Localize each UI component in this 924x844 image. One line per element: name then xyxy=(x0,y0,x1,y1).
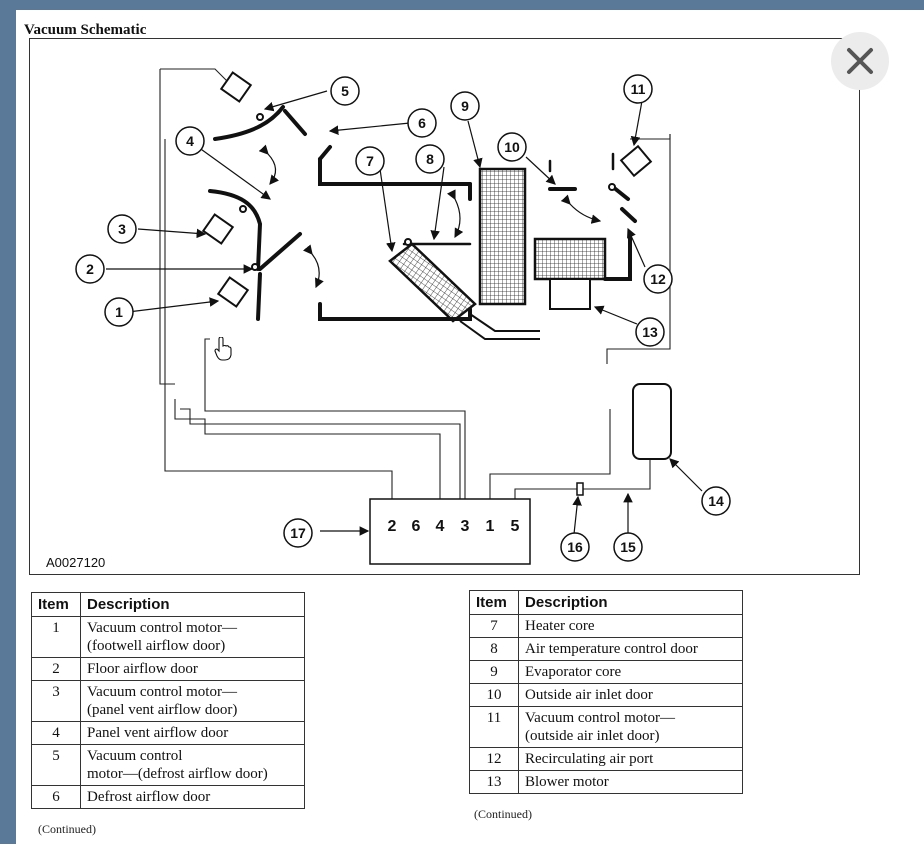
item-description: Vacuum control motor—(footwell airflow d… xyxy=(80,616,305,658)
port-label: 3 xyxy=(461,518,470,535)
callout-17: 17 xyxy=(290,525,306,541)
item-description: Recirculating air port xyxy=(518,747,743,771)
item-number: 8 xyxy=(469,637,519,661)
description-header: Description xyxy=(518,590,743,615)
item-number: 5 xyxy=(31,744,81,786)
callout-3: 3 xyxy=(118,221,126,237)
item-number: 7 xyxy=(469,614,519,638)
item-number: 2 xyxy=(31,657,81,681)
item-header: Item xyxy=(469,590,519,615)
table-row: 3 Vacuum control motor—(panel vent airfl… xyxy=(31,680,305,722)
port-label: 5 xyxy=(511,518,520,535)
item-description: Vacuum control motor—(outside air inlet … xyxy=(518,706,743,748)
item-description: Panel vent airflow door xyxy=(80,721,305,745)
close-button[interactable] xyxy=(831,32,889,90)
close-icon xyxy=(847,48,873,74)
port-label: 1 xyxy=(486,518,495,535)
table-row: 10 Outside air inlet door xyxy=(469,683,743,707)
item-description: Air temperature control door xyxy=(518,637,743,661)
callout-15: 15 xyxy=(620,539,636,555)
table-row: 11 Vacuum control motor—(outside air inl… xyxy=(469,706,743,748)
description-header: Description xyxy=(80,592,305,617)
continued-note-right: (Continued) xyxy=(474,807,532,821)
callout-6: 6 xyxy=(418,115,426,131)
table-row: 13 Blower motor xyxy=(469,770,743,794)
item-description: Outside air inlet door xyxy=(518,683,743,707)
callout-10: 10 xyxy=(504,139,520,155)
continued-note-left: (Continued) xyxy=(38,822,96,836)
item-description: Floor airflow door xyxy=(80,657,305,681)
item-number: 6 xyxy=(31,785,81,809)
port-label: 2 xyxy=(388,518,397,535)
item-description: Blower motor xyxy=(518,770,743,794)
item-number: 10 xyxy=(469,683,519,707)
callout-13: 13 xyxy=(642,324,658,340)
callout-1: 1 xyxy=(115,304,123,320)
callout-16: 16 xyxy=(567,539,583,555)
item-number: 9 xyxy=(469,660,519,684)
item-number: 3 xyxy=(31,680,81,722)
legend-table-left: Item Description 1 Vacuum control motor—… xyxy=(31,592,305,809)
callout-9: 9 xyxy=(461,98,469,114)
item-number: 11 xyxy=(469,706,519,748)
port-label: 6 xyxy=(412,518,421,535)
item-number: 1 xyxy=(31,616,81,658)
document-page: Vacuum Schematic xyxy=(16,10,924,844)
item-number: 4 xyxy=(31,721,81,745)
callout-11: 11 xyxy=(631,81,646,97)
table-row: 2 Floor airflow door xyxy=(31,657,305,681)
page-title: Vacuum Schematic xyxy=(24,22,147,38)
callout-2: 2 xyxy=(86,261,94,277)
vacuum-schematic-figure: 1 2 3 4 5 6 7 8 9 10 11 12 13 14 15 16 1… xyxy=(29,38,860,575)
item-number: 13 xyxy=(469,770,519,794)
schematic-drawing: 1 2 3 4 5 6 7 8 9 10 11 12 13 14 15 16 1… xyxy=(46,68,731,570)
callout-12: 12 xyxy=(650,271,666,287)
port-label: 4 xyxy=(436,518,445,535)
table-row: 8 Air temperature control door xyxy=(469,637,743,661)
item-description: Defrost airflow door xyxy=(80,785,305,809)
table-row: 6 Defrost airflow door xyxy=(31,785,305,809)
item-number: 12 xyxy=(469,747,519,771)
item-description: Heater core xyxy=(518,614,743,638)
table-row: 4 Panel vent airflow door xyxy=(31,721,305,745)
callout-8: 8 xyxy=(426,151,434,167)
table-row: 12 Recirculating air port xyxy=(469,747,743,771)
callout-7: 7 xyxy=(366,153,374,169)
table-row: 1 Vacuum control motor—(footwell airflow… xyxy=(31,616,305,658)
item-header: Item xyxy=(31,592,81,617)
figure-id: A0027120 xyxy=(46,555,105,570)
item-description: Vacuum control motor—(panel vent airflow… xyxy=(80,680,305,722)
callout-5: 5 xyxy=(341,83,349,99)
legend-table-right: Item Description 7 Heater core 8 Air tem… xyxy=(469,590,743,794)
callout-14: 14 xyxy=(708,493,724,509)
callout-4: 4 xyxy=(186,133,194,149)
item-description: Evaporator core xyxy=(518,660,743,684)
hand-pointer-icon xyxy=(214,337,232,361)
table-row: 9 Evaporator core xyxy=(469,660,743,684)
table-row: 7 Heater core xyxy=(469,614,743,638)
